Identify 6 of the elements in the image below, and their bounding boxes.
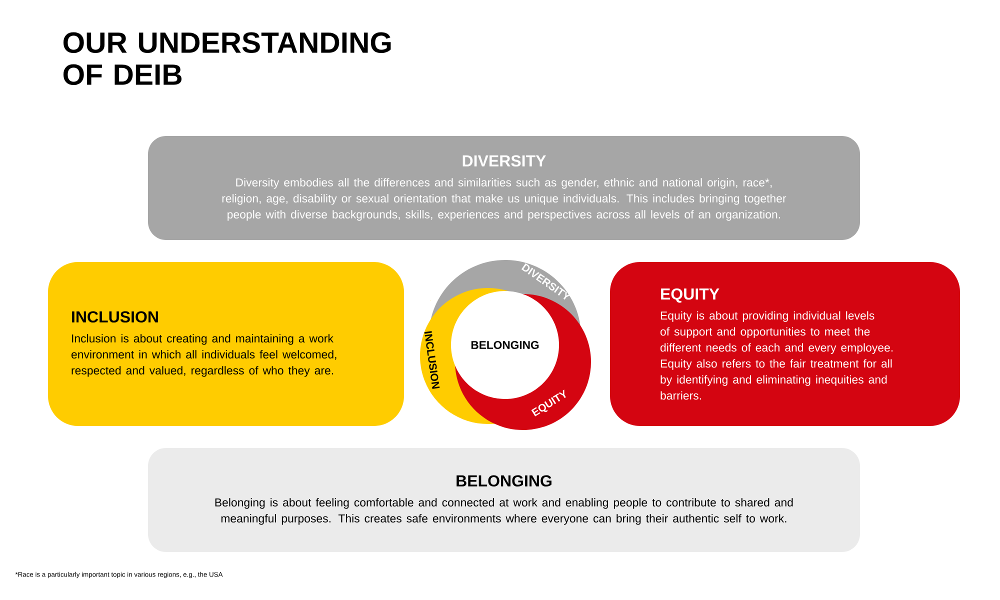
diversity-box: DIVERSITY Diversity embodies all the differences and similarities such as gender, ethnic and national origin, race*, religion, age, disability or sexual orientation that make us unique individuals. This includes bringing together people with diverse backgrounds, skills, experiences and perspectives across all levels of an organization. (148, 136, 860, 240)
equity-box: EQUITY Equity is about providing individual levels of support and opportunities to meet the different needs of each and every employee. Equity also refers to the fair treatment for all by identifying and eliminating inequities and barriers. (610, 262, 960, 426)
title: OUR UNDERSTANDING OF DEIB (63, 32, 391, 86)
inclusion-box: INCLUSION Inclusion is about creating and maintaining a work environment in which all individuals feel welcomed, respected and valued, regardless of who they are. (48, 262, 404, 426)
ring-label: INCLUSION (424, 331, 440, 389)
belonging-box: BELONGING Belonging is about feeling comfortable and connected at work and enabling people to contribute to shared and meaningful purposes. This creates safe environments where everyone can bring their authentic self to work. (148, 448, 860, 552)
